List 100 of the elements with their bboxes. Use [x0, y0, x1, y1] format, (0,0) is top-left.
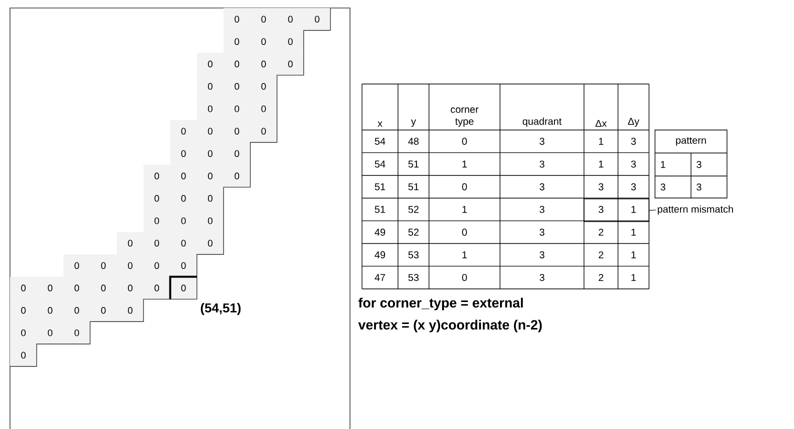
grid-value: 0: [314, 16, 320, 23]
grid-value: 0: [234, 38, 240, 45]
column-header: corner type: [450, 107, 478, 127]
table-value: 1: [632, 274, 636, 281]
grid-value: 0: [154, 172, 160, 180]
table-value: 48: [408, 138, 419, 145]
grid-value: 0: [261, 105, 266, 112]
grid-value: 0: [128, 262, 132, 269]
note: for corner_type = external: [358, 298, 523, 310]
grid-value: 0: [48, 329, 52, 336]
grid-value: 0: [181, 150, 186, 157]
grid-value: 0: [181, 217, 186, 224]
grid-value: 0: [234, 60, 240, 68]
grid-value: 0: [208, 195, 212, 202]
table-value: 0: [462, 274, 467, 282]
grid-value: 0: [128, 240, 132, 247]
table-value: 54: [374, 138, 386, 145]
grid-value: 0: [234, 128, 240, 135]
grid-value: 0: [288, 38, 293, 45]
grid-value: 0: [181, 284, 186, 292]
table-value: 1: [632, 206, 636, 213]
grid-value: 0: [21, 329, 26, 336]
table-value: 3: [540, 274, 544, 282]
grid-value: 0: [234, 105, 240, 112]
table-value: 1: [660, 161, 666, 168]
table-value: 0: [462, 138, 467, 145]
table-value: 3: [540, 251, 544, 258]
table-value: 1: [599, 138, 604, 145]
grid-value: 0: [74, 262, 80, 269]
table-value: 3: [696, 183, 702, 191]
grid-value: 0: [48, 284, 52, 292]
grid-value: 0: [208, 240, 212, 247]
grid-value: 0: [181, 262, 186, 269]
grid-value: 0: [208, 105, 212, 112]
grid-value: 0: [208, 60, 212, 68]
grid-value: 0: [261, 38, 266, 45]
table-value: 53: [408, 274, 419, 282]
table-value: 52: [408, 206, 419, 213]
grid-value: 0: [21, 284, 26, 292]
column-header: quadrant: [522, 118, 562, 127]
table-value: 51: [374, 206, 386, 213]
note: vertex = (x y)coordinate (n-2): [358, 320, 542, 332]
grid-value: 0: [154, 217, 160, 224]
table-value: 3: [598, 206, 604, 213]
table-value: 47: [374, 274, 386, 281]
table-value: 1: [462, 206, 467, 213]
grid-value: 0: [181, 172, 186, 180]
grid-value: 0: [101, 262, 106, 269]
highlighted-cells: [584, 198, 650, 222]
grid-value: 0: [154, 195, 160, 202]
grid-value: 0: [208, 150, 212, 157]
table-value: 51: [408, 183, 419, 190]
table-value: 3: [631, 160, 636, 168]
column-header: Δy: [628, 118, 640, 127]
grid-value: 0: [261, 60, 266, 68]
table-value: 54: [374, 160, 386, 168]
grid-value: 0: [101, 284, 106, 292]
table-value: 3: [540, 183, 544, 190]
grid-value: 0: [288, 16, 293, 23]
grid-value: 0: [21, 352, 26, 359]
table-value: 1: [462, 251, 467, 258]
table-value: 3: [540, 206, 544, 213]
table-value: 49: [374, 251, 386, 258]
grid-value: 0: [208, 172, 212, 180]
table-value: 3: [631, 138, 636, 145]
grid-value: 0: [74, 284, 80, 292]
coordinate-label: (54,51): [200, 302, 241, 316]
table-value: 1: [462, 160, 467, 168]
grid-value: 0: [234, 83, 240, 90]
grid-value: 0: [234, 16, 240, 23]
table-value: 2: [598, 251, 604, 258]
table-value: 3: [696, 160, 702, 168]
grid-value: 0: [261, 83, 266, 90]
grid-value: 0: [101, 307, 106, 314]
column-header: Δx: [595, 120, 607, 127]
grid-value: 0: [261, 128, 266, 135]
grid-value: 0: [154, 284, 160, 292]
table-value: 0: [462, 183, 467, 190]
table-value: 1: [632, 251, 636, 258]
grid-value: 0: [128, 307, 132, 314]
grid-value: 0: [261, 16, 266, 23]
grid-value: 0: [74, 307, 80, 314]
table-value: 51: [408, 160, 419, 168]
grid-value: 0: [208, 128, 212, 135]
grid-value: 0: [154, 240, 160, 247]
table-value: 52: [408, 228, 419, 236]
grid-value: 0: [128, 284, 132, 292]
table-value: 2: [598, 274, 604, 281]
leader-line: [649, 210, 656, 211]
grid-value: 0: [208, 217, 212, 224]
grid-value: 0: [181, 128, 186, 135]
column-header: x: [378, 122, 382, 127]
grid-value: 0: [74, 329, 80, 336]
table-value: 3: [540, 228, 544, 236]
grid-value: 0: [48, 307, 52, 314]
table-value: 3: [660, 183, 666, 191]
grid-value: 0: [234, 172, 240, 180]
grid-value: 0: [21, 307, 26, 314]
grid-value: 0: [288, 60, 293, 68]
grid-value: 0: [208, 83, 212, 90]
